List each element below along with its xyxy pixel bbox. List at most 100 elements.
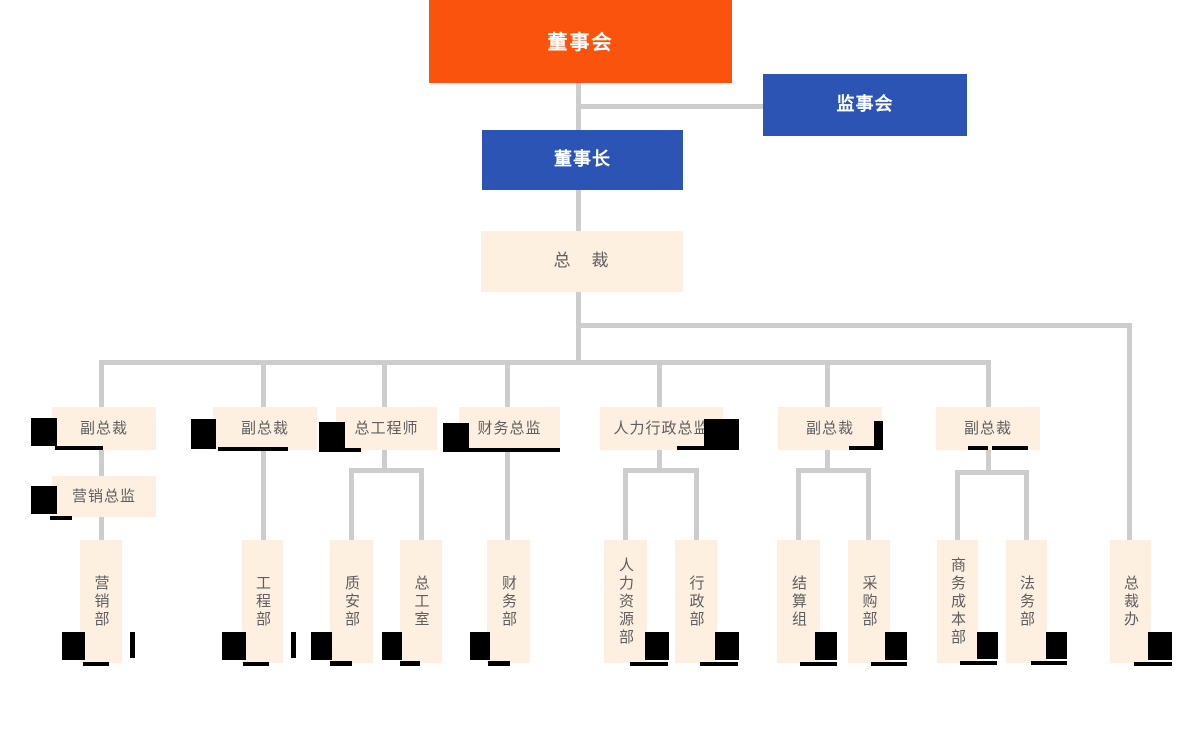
black-artifact: [222, 632, 246, 660]
connector-line-horizontal: [955, 470, 1029, 475]
org-node-finance-director: 财务总监: [459, 407, 560, 450]
connector-line-vertical: [796, 468, 801, 540]
connector-line-vertical: [576, 292, 581, 365]
org-node-label-hr-dept: 人力资源部: [617, 556, 635, 647]
black-artifact: [291, 632, 296, 658]
black-artifact: [885, 632, 907, 660]
connector-line-vertical: [657, 450, 662, 468]
black-artifact: [382, 632, 402, 660]
black-artifact: [704, 419, 739, 450]
black-artifact: [645, 632, 669, 660]
black-artifact: [977, 632, 998, 659]
black-artifact: [677, 446, 739, 450]
connector-line-horizontal: [576, 323, 1132, 328]
org-node-vp-4: 副总裁: [936, 407, 1040, 450]
connector-line-vertical: [261, 365, 266, 407]
connector-line-vertical: [1024, 470, 1029, 540]
org-node-vp-3: 副总裁: [778, 407, 882, 450]
black-artifact: [400, 661, 420, 666]
connector-line-vertical: [99, 365, 104, 407]
org-node-procurement-dept: 采购部: [848, 540, 890, 663]
org-node-marketing-director: 营销总监: [52, 476, 156, 517]
connector-line-vertical: [866, 468, 871, 540]
org-node-label-marketing-dept: 营销部: [92, 574, 111, 629]
org-node-hr-dept: 人力资源部: [604, 540, 647, 663]
black-artifact: [874, 421, 883, 448]
org-node-label-vp-3: 副总裁: [805, 419, 854, 437]
connector-line-vertical: [657, 365, 662, 407]
org-node-label-engineering-dept: 工程部: [254, 574, 272, 629]
black-artifact: [243, 662, 269, 666]
org-node-label-chairman: 董事长: [554, 149, 611, 170]
black-artifact: [50, 516, 72, 520]
black-artifact: [319, 422, 345, 452]
org-node-legal-dept: 法务部: [1006, 540, 1047, 663]
org-node-label-procurement-dept: 采购部: [860, 574, 879, 629]
org-node-supervisory-board: 监事会: [763, 74, 967, 136]
org-node-label-legal-dept: 法务部: [1018, 574, 1036, 629]
black-artifact: [849, 446, 883, 450]
org-node-chief-engineer: 总工程师: [336, 407, 437, 450]
connector-line-vertical: [955, 470, 960, 540]
connector-line-vertical: [694, 468, 699, 540]
connector-line-vertical: [825, 450, 830, 468]
black-artifact: [1134, 662, 1172, 666]
connector-line-vertical: [419, 468, 424, 540]
black-artifact: [800, 662, 837, 666]
org-node-hr-admin-director: 人力行政总监: [600, 407, 723, 450]
black-artifact: [630, 662, 668, 666]
org-node-quality-safety-dept: 质安部: [330, 540, 373, 663]
org-node-label-settlement-group: 结算组: [790, 574, 808, 629]
connector-line-vertical: [382, 450, 387, 468]
black-artifact: [130, 632, 135, 658]
connector-line-vertical: [1127, 323, 1132, 540]
org-node-admin-dept: 行政部: [675, 540, 717, 663]
black-artifact: [1031, 661, 1067, 665]
black-artifact: [311, 632, 332, 660]
black-artifact: [1046, 632, 1067, 659]
org-node-vp-1: 副总裁: [52, 407, 156, 450]
connector-line-vertical: [99, 517, 104, 540]
connector-line-horizontal: [99, 360, 991, 365]
org-node-vp-2: 副总裁: [213, 407, 317, 450]
black-artifact: [715, 632, 739, 660]
org-node-label-supervisory-board: 监事会: [836, 94, 894, 115]
connector-line-vertical: [623, 468, 628, 540]
black-artifact: [330, 661, 352, 666]
black-artifact: [343, 448, 361, 452]
black-artifact: [488, 661, 510, 666]
black-artifact: [470, 632, 490, 660]
org-node-label-finance-dept: 财务部: [500, 574, 518, 629]
connector-line-horizontal: [349, 468, 424, 473]
connector-line-vertical: [986, 450, 991, 470]
black-artifact: [83, 662, 109, 666]
black-artifact: [992, 446, 1028, 450]
org-node-chairman: 董事长: [482, 130, 683, 190]
black-artifact: [465, 448, 560, 452]
black-artifact: [62, 632, 85, 660]
black-artifact: [815, 632, 837, 660]
black-artifact: [218, 447, 288, 451]
black-artifact: [443, 423, 469, 452]
black-artifact: [31, 486, 57, 514]
connector-line-vertical: [349, 468, 354, 540]
black-artifact: [1148, 632, 1172, 660]
black-artifact: [871, 662, 907, 666]
connector-line-vertical: [986, 365, 991, 407]
org-node-label-business-cost-dept: 商务成本部: [949, 556, 967, 647]
black-artifact: [191, 419, 216, 449]
org-node-label-board: 董事会: [547, 29, 614, 54]
org-node-label-marketing-director: 营销总监: [71, 487, 136, 505]
connector-line-vertical: [505, 450, 510, 540]
connector-line-horizontal: [623, 468, 699, 473]
org-node-label-hr-admin-director: 人力行政总监: [613, 419, 710, 437]
org-node-label-president: 总 裁: [553, 251, 611, 271]
connector-line-vertical: [825, 365, 830, 407]
org-node-finance-dept: 财务部: [487, 540, 530, 663]
black-artifact: [55, 446, 103, 450]
org-node-marketing-dept: 营销部: [80, 540, 122, 663]
org-node-label-vp-1: 副总裁: [79, 419, 128, 437]
black-artifact: [700, 662, 738, 666]
org-node-engineering-dept: 工程部: [242, 540, 283, 663]
